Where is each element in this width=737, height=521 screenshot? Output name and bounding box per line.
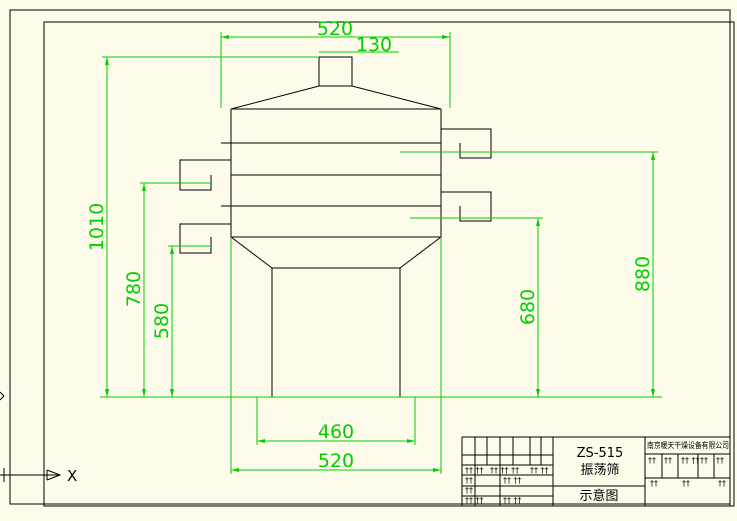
svg-text:††: †† — [700, 456, 708, 465]
svg-text:†† †† ††: †† †† †† — [490, 466, 519, 475]
svg-text:†† ††: †† †† — [503, 476, 522, 485]
title-block-marks: †† †† †† †† †† †† †† †† †† †† †† †† †† †… — [465, 456, 726, 505]
svg-text:†† ††: †† †† — [465, 466, 484, 475]
ucs-axis-icon — [0, 391, 62, 482]
svg-text:†† ††: †† †† — [681, 456, 700, 465]
svg-text:†† ††: †† †† — [465, 496, 484, 505]
dim-total-height: 1010 — [86, 203, 108, 251]
svg-text:††: †† — [664, 456, 672, 465]
dim-right-lower-outlet-height: 680 — [517, 289, 539, 325]
svg-text:†† ††: †† †† — [530, 466, 549, 475]
svg-text:††: †† — [650, 479, 658, 488]
title-drawing-type: 示意图 — [579, 488, 618, 504]
machine-geometry — [179, 56, 492, 398]
title-block — [461, 436, 731, 507]
svg-text:††: †† — [465, 476, 473, 485]
dim-base-inner-width: 460 — [318, 421, 354, 443]
dim-outlet-width: 130 — [356, 34, 392, 56]
dimension-arrows — [105, 35, 655, 472]
dimension-lines — [100, 32, 662, 474]
dim-right-upper-outlet-height: 880 — [632, 256, 654, 292]
dim-left-lower-outlet-height: 580 — [151, 303, 173, 339]
dim-left-upper-outlet-height: 780 — [123, 271, 145, 307]
svg-text:††: †† — [716, 456, 724, 465]
dim-top-width: 520 — [317, 18, 353, 40]
svg-text:†† ††: †† †† — [503, 496, 522, 505]
svg-text:††: †† — [648, 456, 656, 465]
dim-base-outer-width: 520 — [318, 450, 354, 472]
title-model: ZS-515 — [577, 446, 624, 461]
ucs-x-label: X — [67, 467, 77, 485]
title-product-name: 振荡筛 — [580, 463, 619, 478]
title-company: 南京暖天干燥设备有限公司 — [647, 440, 729, 450]
svg-text:††: †† — [718, 479, 726, 488]
drawing-frame — [9, 9, 735, 507]
svg-text:††: †† — [465, 486, 473, 495]
svg-text:††: †† — [682, 479, 690, 488]
